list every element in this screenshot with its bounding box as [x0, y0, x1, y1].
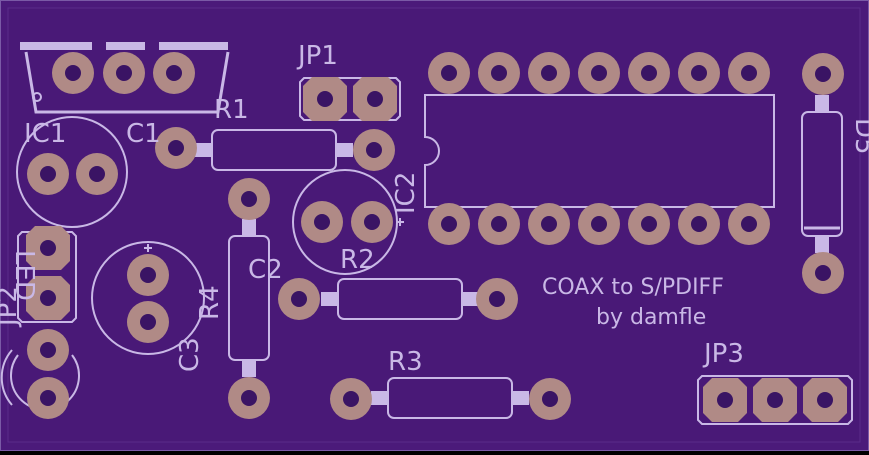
r4-pad-bottom-hole [241, 390, 257, 406]
title-line-1: COAX to S/PDIFF [542, 275, 724, 300]
dip-pad-bottom-1-hole [441, 216, 457, 232]
label-jp1: JP1 [296, 41, 338, 71]
dip-pad-top-7-hole [741, 65, 757, 81]
led-pad-2-hole [40, 390, 56, 406]
jp3-pad-2-hole [767, 392, 783, 408]
label-ic1: IC1 [24, 119, 66, 149]
dip-pad-bottom-5-hole [641, 216, 657, 232]
title-line-2: by damfle [596, 305, 706, 330]
r3-pad-right-hole [542, 391, 558, 407]
dip-pad-top-1-hole [441, 65, 457, 81]
ic1-outline [16, 116, 128, 228]
d5-pad-top-hole [815, 66, 831, 82]
jp1-outline [299, 77, 401, 121]
label-c2: C2 [248, 255, 283, 285]
d5-pad-bottom-hole [815, 265, 831, 281]
c3-pad-1-hole [140, 267, 156, 283]
r3-pad-left-hole [343, 391, 359, 407]
ic1-reg-pad-3-hole [166, 65, 182, 81]
dip-pad-bottom-7-hole [741, 216, 757, 232]
label-ic2: IC2 [391, 172, 421, 214]
ic1-reg-pad-1-hole [65, 65, 81, 81]
dip-pad-bottom-2-hole [491, 216, 507, 232]
dip-pad-top-4-hole [591, 65, 607, 81]
pads [26, 52, 847, 422]
label-jp2: JP2 [0, 286, 23, 328]
r2-pad-right-hole [489, 291, 505, 307]
ic1-regulator-outline [20, 40, 230, 114]
jp1-pad-1-hole [317, 91, 333, 107]
led-pad-1-hole [40, 342, 56, 358]
dip-outline [424, 94, 775, 208]
ic1-pad-2-hole [89, 166, 105, 182]
r4-pad-top-hole [241, 191, 257, 207]
dip-pad-top-6-hole [691, 65, 707, 81]
label-r3: R3 [388, 347, 423, 377]
dip-pad-top-2-hole [491, 65, 507, 81]
jp3-pad-3-hole [817, 392, 833, 408]
c3-pad-2-hole [140, 314, 156, 330]
r2-pad-left-hole [291, 291, 307, 307]
ic1-reg-pad-2-hole [116, 65, 132, 81]
jp3-outline [697, 375, 853, 425]
r1-pad-right-hole [366, 142, 382, 158]
ic1-pad-1-hole [40, 166, 56, 182]
jp2-outline [17, 231, 77, 323]
ic2-pad-2-hole [364, 214, 380, 230]
resistor-bodies [195, 95, 843, 419]
c1-pad-hole [168, 140, 184, 156]
ic2-pad-1-hole [314, 214, 330, 230]
label-d5: D5 [849, 118, 869, 155]
jp3-pad-1-hole [717, 392, 733, 408]
label-r2: R2 [340, 245, 375, 275]
label-c1: C1 [126, 119, 161, 149]
label-c3: C3 [175, 337, 205, 372]
jp1-pad-2-hole [367, 91, 383, 107]
dip-pad-top-3-hole [541, 65, 557, 81]
c3-outline [91, 241, 205, 355]
jp2-pad-1-hole [40, 240, 56, 256]
dip-pad-bottom-6-hole [691, 216, 707, 232]
label-r4: R4 [195, 285, 225, 320]
label-led: LED [9, 250, 39, 301]
dip-pad-bottom-3-hole [541, 216, 557, 232]
jp2-pad-2-hole [40, 290, 56, 306]
label-r1: R1 [214, 95, 249, 125]
dip-pad-top-5-hole [641, 65, 657, 81]
label-jp3: JP3 [702, 339, 744, 369]
dip-pad-bottom-4-hole [591, 216, 607, 232]
